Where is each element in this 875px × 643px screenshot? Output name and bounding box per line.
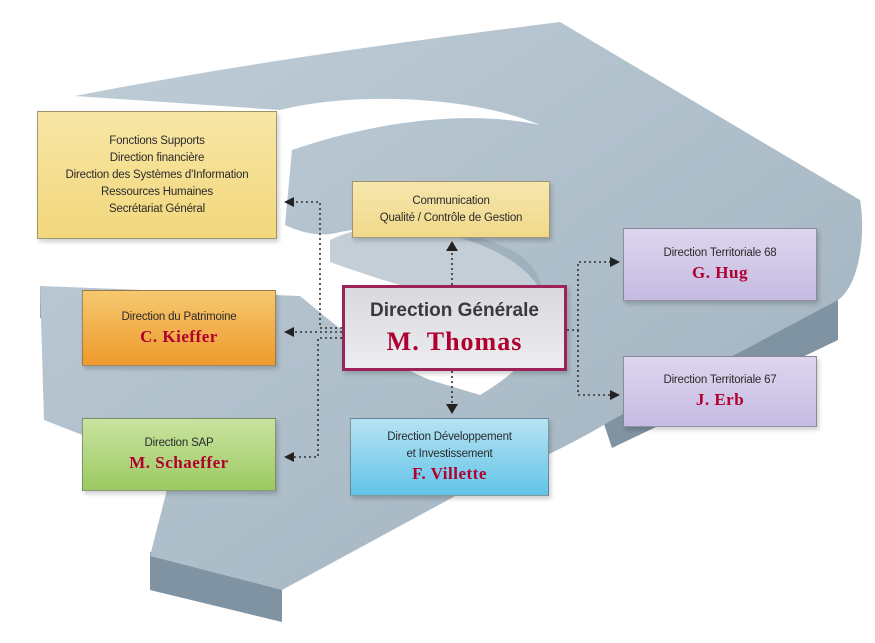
dev-name: F. Villette: [412, 464, 487, 483]
box-fonctions-supports: Fonctions Supports Direction financière …: [37, 111, 277, 239]
dt67-title: Direction Territoriale 67: [663, 374, 777, 386]
box-direction-developpement: Direction Développement et Investissemen…: [350, 418, 549, 496]
sap-name: M. Schaeffer: [129, 453, 229, 472]
arrow-dt67: [610, 390, 620, 400]
arrow-dt68: [610, 257, 620, 267]
arrow-fonctions: [284, 197, 294, 207]
box-direction-patrimoine: Direction du Patrimoine C. Kieffer: [82, 290, 276, 366]
box-direction-generale: Direction Générale M. Thomas: [342, 285, 567, 371]
arrow-communication: [446, 241, 458, 251]
arrowheads: [284, 197, 620, 462]
box-direction-territoriale-67: Direction Territoriale 67 J. Erb: [623, 356, 817, 427]
dev-title-2: et Investissement: [406, 448, 493, 460]
dev-title-1: Direction Développement: [387, 431, 512, 443]
fonctions-line: Fonctions Supports: [109, 134, 205, 147]
fonctions-line: Ressources Humaines: [101, 185, 213, 198]
connector-fonctions: [292, 201, 342, 329]
dg-name: M. Thomas: [386, 327, 523, 356]
box-direction-territoriale-68: Direction Territoriale 68 G. Hug: [623, 228, 817, 301]
connector-sap: [292, 337, 342, 458]
sap-title: Direction SAP: [144, 437, 214, 449]
box-communication: Communication Qualité / Contrôle de Gest…: [352, 181, 550, 238]
dt67-name: J. Erb: [695, 390, 745, 409]
patrimoine-name: C. Kieffer: [140, 326, 218, 346]
patrimoine-title: Direction du Patrimoine: [121, 310, 237, 323]
connectors: [292, 201, 612, 458]
fonctions-line: Secrétariat Général: [109, 202, 205, 215]
arrow-developpement: [446, 404, 458, 414]
dt68-title: Direction Territoriale 68: [663, 247, 777, 259]
shape-side: [150, 552, 282, 622]
arrow-sap: [284, 452, 294, 462]
arrow-patrimoine: [284, 327, 294, 337]
fonctions-line: Direction des Systèmes d'Information: [65, 168, 249, 181]
dt68-name: G. Hug: [692, 263, 748, 282]
fonctions-line: Direction financière: [109, 151, 205, 164]
box-direction-sap: Direction SAP M. Schaeffer: [82, 418, 276, 491]
dg-title: Direction Générale: [370, 300, 539, 321]
connector-dt: [567, 261, 612, 396]
communication-line: Communication: [412, 194, 490, 207]
communication-line: Qualité / Contrôle de Gestion: [379, 211, 523, 224]
